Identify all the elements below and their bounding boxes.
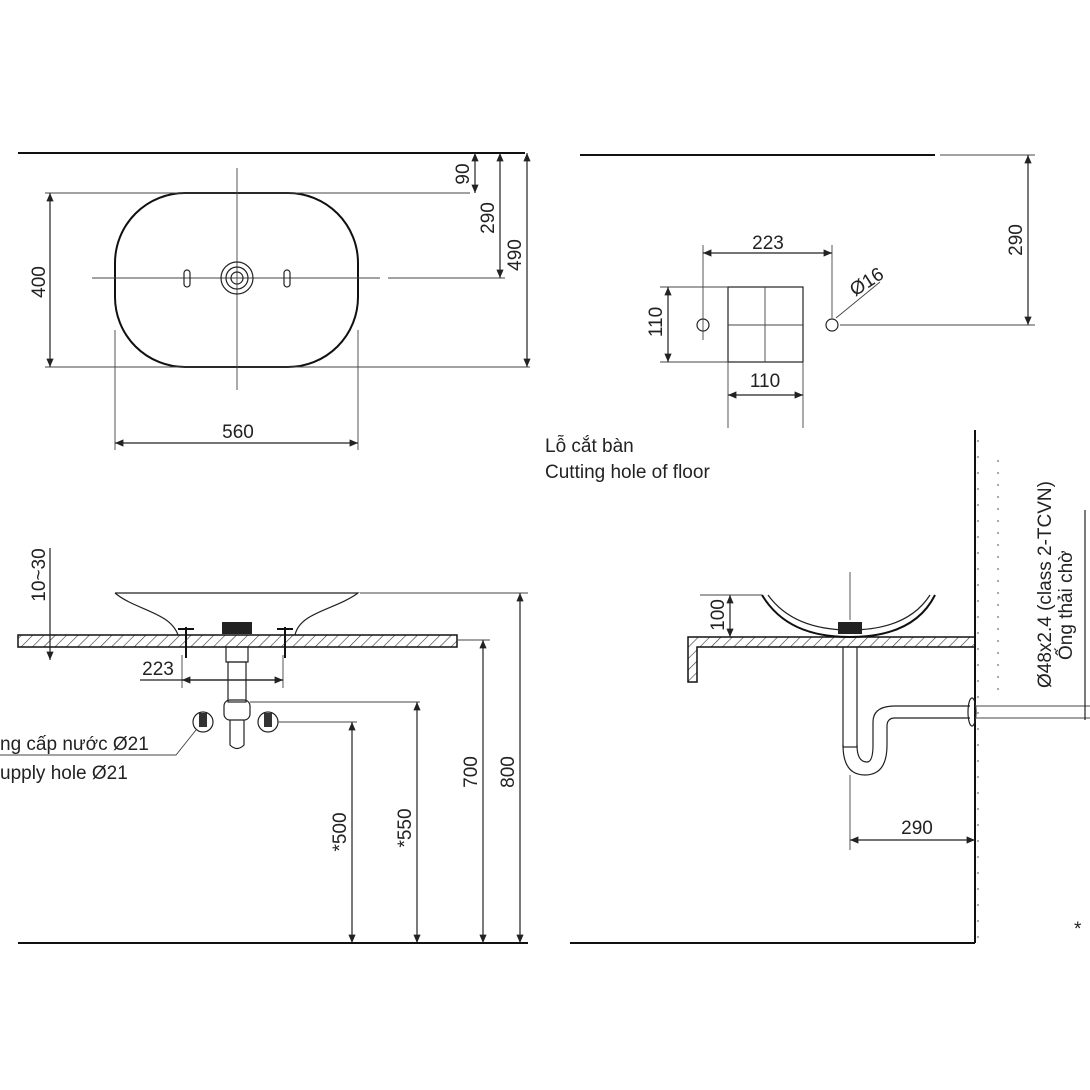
dim-total-depth: 490 bbox=[505, 239, 526, 271]
pipe-spec: Ø48x2.4 (class 2-TCVN) bbox=[1035, 481, 1056, 688]
supply-label-vi: ng cấp nước Ø21 bbox=[0, 734, 149, 755]
dim-basin-height: 100 bbox=[708, 599, 729, 631]
dim-wall-offset: 290 bbox=[1006, 224, 1027, 256]
dim-trap-offset: 290 bbox=[901, 818, 933, 839]
dim-top-offset: 90 bbox=[453, 163, 474, 184]
dim-center-offset: 290 bbox=[478, 202, 499, 234]
dim-drain-height: *550 bbox=[395, 808, 416, 847]
basin-bowl bbox=[761, 594, 936, 639]
dim-counter-gap: 10~30 bbox=[29, 548, 50, 601]
dim-basin-top-height: 800 bbox=[498, 756, 519, 788]
front-view: ng cấp nước Ø21 upply hole Ø21 10~30 223… bbox=[0, 548, 528, 944]
dim-supply-height: *500 bbox=[330, 812, 351, 851]
dim-counter-height: 700 bbox=[461, 756, 482, 788]
dim-width: 560 bbox=[222, 422, 254, 443]
dim-hole-spacing: 223 bbox=[752, 233, 784, 254]
dim-square-width: 110 bbox=[750, 371, 780, 392]
supply-valve-icon bbox=[192, 711, 214, 733]
pipe-label-vi: Ống thải chờ bbox=[1055, 550, 1077, 660]
faucet-hole-icon bbox=[825, 318, 839, 332]
dim-hole-diameter: Ø16 bbox=[846, 264, 888, 301]
tailpiece bbox=[229, 720, 245, 750]
bolt-slot bbox=[283, 269, 291, 288]
cutting-hole-view: 290 223 Ø16 110 110 Lỗ cắt bàn Cutting h… bbox=[545, 154, 1035, 483]
drain-icon bbox=[220, 261, 254, 295]
wall-flange bbox=[967, 697, 977, 727]
countertop bbox=[17, 634, 458, 648]
drain-cap bbox=[222, 622, 252, 634]
drain-pipe bbox=[842, 646, 858, 748]
countertop bbox=[687, 636, 976, 683]
basin-outline bbox=[114, 192, 359, 368]
dim-faucet-spacing: 223 bbox=[142, 659, 174, 680]
plan-view: 400 560 90 290 490 bbox=[18, 152, 531, 450]
dim-height: 400 bbox=[29, 266, 50, 298]
note-mark: * bbox=[1074, 919, 1082, 940]
cutting-hole-label-en: Cutting hole of floor bbox=[545, 462, 710, 483]
supply-leader bbox=[0, 729, 197, 756]
cutout-square bbox=[727, 286, 804, 363]
supply-label-en: upply hole Ø21 bbox=[0, 763, 128, 784]
dim-square-height: 110 bbox=[646, 307, 667, 337]
bolt-slot bbox=[183, 269, 191, 288]
cutting-hole-label-vi: Lỗ cắt bàn bbox=[545, 435, 634, 457]
basin-profile bbox=[114, 592, 360, 636]
p-trap bbox=[842, 705, 970, 776]
side-view: 100 290 Ø48x2.4 (class 2-TCVN) Ống thải … bbox=[570, 430, 1090, 944]
